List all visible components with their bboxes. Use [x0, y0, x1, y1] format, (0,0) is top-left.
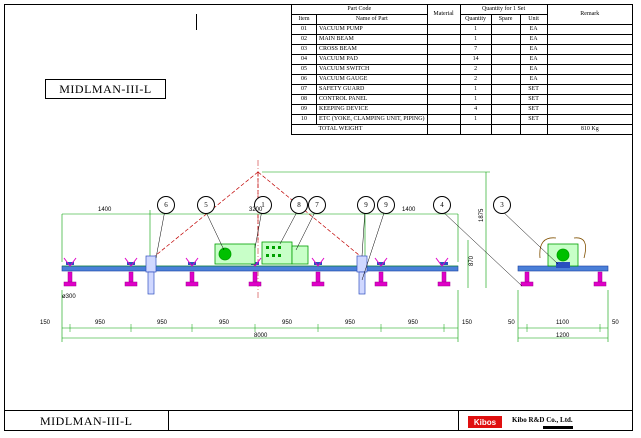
title-block — [4, 410, 633, 431]
dim-span-3: 950 — [157, 320, 168, 326]
dim-side-right: 50 — [612, 320, 619, 326]
dim-span-1: 150 — [40, 320, 51, 326]
lifting-chains — [149, 171, 366, 261]
dim-height-beam: 870 — [469, 255, 475, 266]
dim-span-4: 950 — [219, 320, 230, 326]
balloon-6: 6 — [157, 196, 175, 214]
bom-total-value: 810 Kg — [546, 124, 634, 135]
balloon-4: 4 — [433, 196, 451, 214]
balloon-8: 8 — [290, 196, 308, 214]
side-pump-unit — [547, 243, 579, 267]
balloon-3: 3 — [493, 196, 511, 214]
dimension-lines — [61, 171, 609, 342]
dim-overall: 8000 — [254, 333, 268, 339]
dim-span-5: 950 — [282, 320, 293, 326]
dim-span-2: 950 — [95, 320, 106, 326]
dim-pad-diameter: ø300 — [62, 294, 76, 300]
dim-height-overall: 1875 — [479, 208, 485, 222]
span-ticks — [69, 324, 601, 332]
dim-span-8: 150 — [462, 320, 473, 326]
dim-span-7: 950 — [408, 320, 419, 326]
balloon-9: 9 — [377, 196, 395, 214]
vacuum-pad — [311, 271, 325, 287]
dim-side-overall: 1200 — [556, 333, 570, 339]
side-view — [517, 237, 609, 287]
pad-arms — [63, 257, 449, 267]
drawing-title-box: MIDLMAN-III-L — [45, 79, 166, 99]
title-block-drawing-name: MIDLMAN-III-L — [40, 414, 133, 428]
dim-side-left: 50 — [508, 320, 515, 326]
control-panel-details — [266, 246, 281, 257]
company-logo: Kibos — [468, 416, 502, 428]
keeping-devices — [145, 255, 368, 295]
dim-span-6: 950 — [345, 320, 356, 326]
balloon-1: 1 — [254, 196, 272, 214]
text-cursor — [196, 14, 197, 30]
dim-side-center: 1100 — [556, 320, 569, 326]
vacuum-pad — [124, 271, 138, 287]
main-beam — [61, 265, 459, 272]
vacuum-pad — [63, 271, 77, 287]
company-name: Kibo R&D Co., Ltd. — [512, 416, 573, 424]
bill-of-materials-table: Part Code Material Quantity for 1 Set Re… — [291, 4, 634, 135]
balloon-7: 7 — [308, 196, 326, 214]
drawing-title: MIDLMAN-III-L — [59, 81, 152, 96]
vacuum-pad — [437, 271, 451, 287]
vacuum-pad — [248, 271, 262, 287]
vacuum-pad — [185, 271, 199, 287]
side-keeping-device — [556, 262, 570, 268]
vacuum-pad — [374, 271, 388, 287]
leader-lines — [155, 209, 559, 287]
dim-top-center: 3200 — [249, 207, 263, 213]
balloon-9: 9 — [357, 196, 375, 214]
vacuum-pads — [63, 271, 451, 287]
vacuum-pump-unit — [214, 241, 309, 265]
dim-top-right: 1400 — [402, 207, 416, 213]
side-vacuum-pads — [520, 271, 607, 287]
balloon-5: 5 — [197, 196, 215, 214]
dim-top-left: 1400 — [98, 207, 112, 213]
side-hoses — [539, 237, 587, 259]
